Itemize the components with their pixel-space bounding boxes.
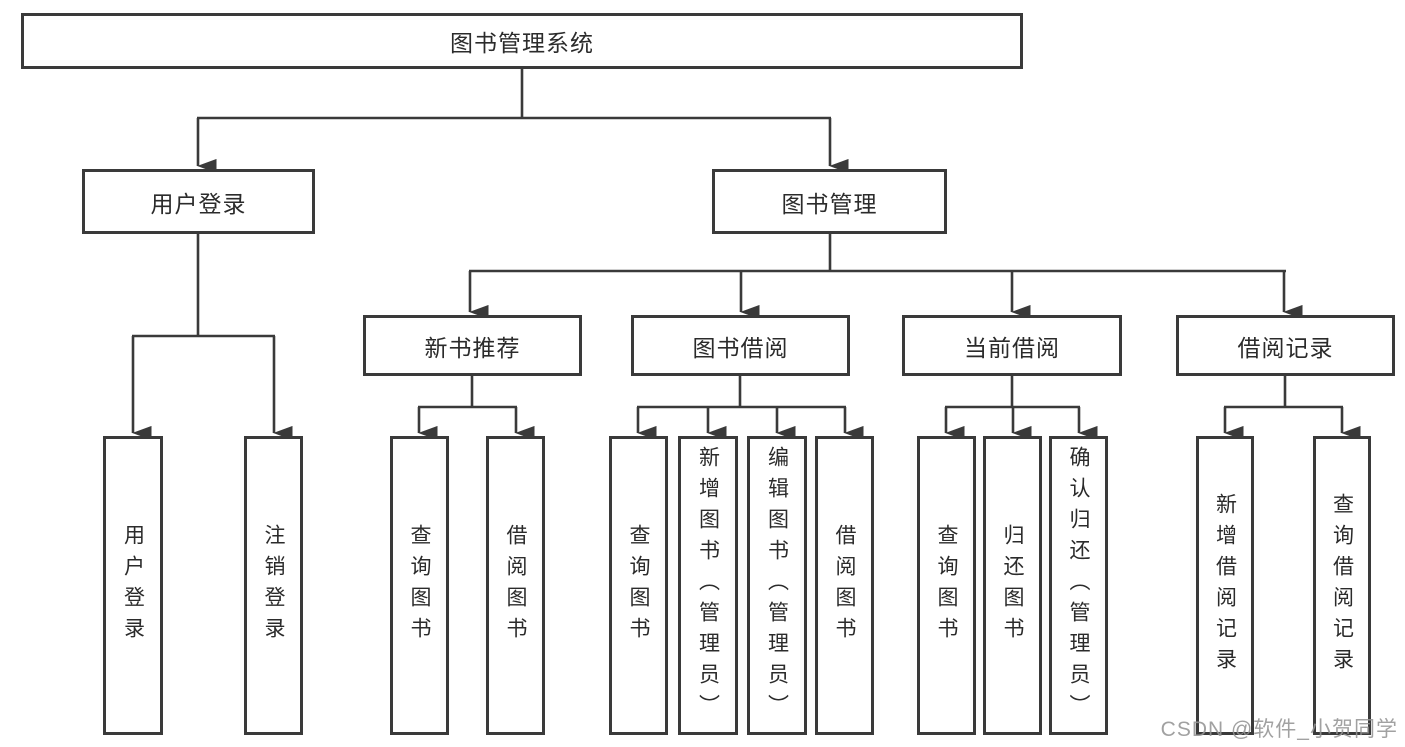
leaf-user-login: 用户登录: [103, 436, 163, 735]
leaf-label: 用户登录: [121, 523, 145, 648]
leaf-add-book-admin: 新增图书（管理员）: [678, 436, 738, 735]
leaf-borrow-books-recommend: 借阅图书: [486, 436, 545, 735]
leaf-label: 查询图书: [935, 523, 958, 648]
leaf-label: 归还图书: [1001, 523, 1024, 648]
leaf-logout: 注销登录: [244, 436, 303, 735]
node-book-management: 图书管理: [712, 169, 947, 234]
leaf-label: 编辑图书（管理员）: [765, 446, 789, 725]
leaf-label: 新增借阅记录: [1213, 492, 1237, 679]
leaf-query-books-current: 查询图书: [917, 436, 976, 735]
leaf-query-books-borrowing: 查询图书: [609, 436, 668, 735]
leaf-confirm-return-admin: 确认归还（管理员）: [1049, 436, 1108, 735]
node-new-book-recommend: 新书推荐: [363, 315, 582, 376]
leaf-label: 新增图书（管理员）: [696, 446, 720, 725]
leaf-add-borrow-record: 新增借阅记录: [1196, 436, 1254, 735]
connector-arrows: [131, 118, 1361, 441]
leaf-label: 借阅图书: [504, 523, 527, 648]
leaf-label: 确认归还（管理员）: [1067, 446, 1090, 725]
node-library-system: 图书管理系统: [21, 13, 1023, 69]
node-user-login: 用户登录: [82, 169, 315, 234]
node-current-borrowing: 当前借阅: [902, 315, 1122, 376]
leaf-query-books-recommend: 查询图书: [390, 436, 449, 735]
leaf-label: 查询借阅记录: [1330, 492, 1354, 679]
leaf-label: 查询图书: [408, 523, 431, 648]
leaf-query-borrow-record: 查询借阅记录: [1313, 436, 1371, 735]
leaf-edit-book-admin: 编辑图书（管理员）: [747, 436, 807, 735]
leaf-borrow-books: 借阅图书: [815, 436, 874, 735]
leaf-label: 注销登录: [262, 523, 285, 648]
csdn-watermark: CSDN @软件_小贺同学: [1160, 718, 1398, 741]
node-book-borrowing: 图书借阅: [631, 315, 850, 376]
node-borrowing-records: 借阅记录: [1176, 315, 1395, 376]
leaf-label: 借阅图书: [833, 523, 856, 648]
leaf-return-books: 归还图书: [983, 436, 1042, 735]
leaf-label: 查询图书: [627, 523, 650, 648]
